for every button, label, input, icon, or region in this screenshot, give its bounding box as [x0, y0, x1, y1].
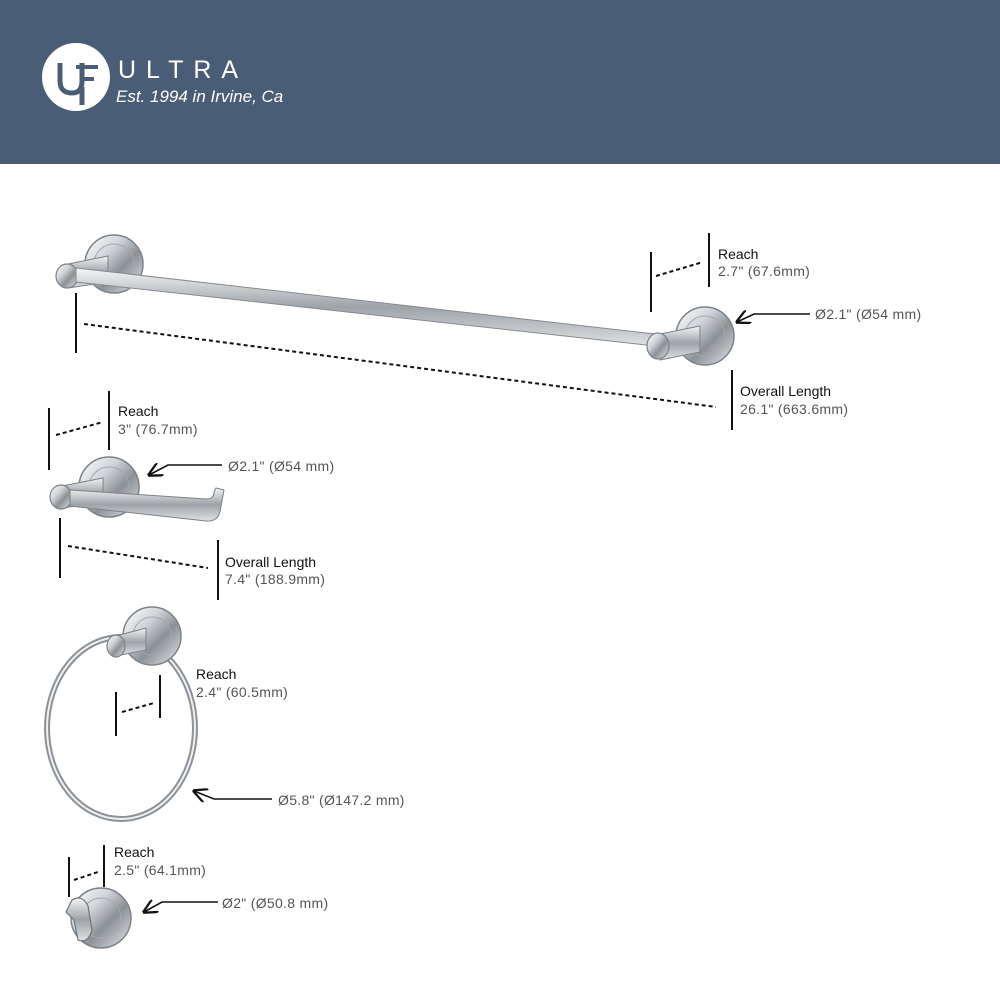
- paper-holder-reach-value: 3" (76.7mm): [118, 421, 198, 437]
- towel-ring-drawing: [44, 606, 198, 822]
- paper-holder-dimension-lines: [48, 391, 222, 600]
- towel-bar-diameter: Ø2.1" (Ø54 mm): [815, 306, 922, 322]
- towel-bar-dimension-lines: [75, 233, 810, 430]
- paper-holder-length-value: 7.4" (188.9mm): [225, 571, 326, 587]
- robe-hook-drawing: [65, 887, 132, 949]
- paper-holder-length-title: Overall Length: [225, 554, 317, 570]
- paper-holder-reach-title: Reach: [118, 403, 159, 419]
- towel-bar-length-value: 26.1" (663.6mm): [740, 401, 849, 417]
- brand-logo: [42, 43, 110, 111]
- product-dimension-diagram: [44, 233, 810, 949]
- towel-ring-reach-value: 2.4" (60.5mm): [196, 684, 289, 700]
- robe-hook-reach-title: Reach: [114, 844, 155, 860]
- towel-bar-drawing: [55, 234, 735, 366]
- towel-ring-reach-title: Reach: [196, 666, 237, 682]
- towel-bar-reach-title: Reach: [718, 246, 759, 262]
- robe-hook-diameter: Ø2" (Ø50.8 mm): [222, 895, 329, 911]
- towel-ring-diameter: Ø5.8" (Ø147.2 mm): [278, 792, 405, 808]
- paper-holder-drawing: [49, 456, 225, 522]
- robe-hook-reach-value: 2.5" (64.1mm): [114, 862, 207, 878]
- towel-bar-length-title: Overall Length: [740, 383, 832, 399]
- robe-hook-dimension-lines: [68, 845, 218, 912]
- towel-bar-reach-value: 2.7" (67.6mm): [718, 263, 811, 279]
- uf-monogram-icon: [57, 63, 98, 105]
- brand-tagline: Est. 1994 in Irvine, Ca: [116, 87, 284, 106]
- brand-header: ULTRA Est. 1994 in Irvine, Ca: [0, 0, 1000, 164]
- paper-holder-diameter: Ø2.1" (Ø54 mm): [228, 458, 335, 474]
- brand-name: ULTRA: [118, 56, 249, 84]
- towel-ring-dimension-lines: [115, 675, 272, 799]
